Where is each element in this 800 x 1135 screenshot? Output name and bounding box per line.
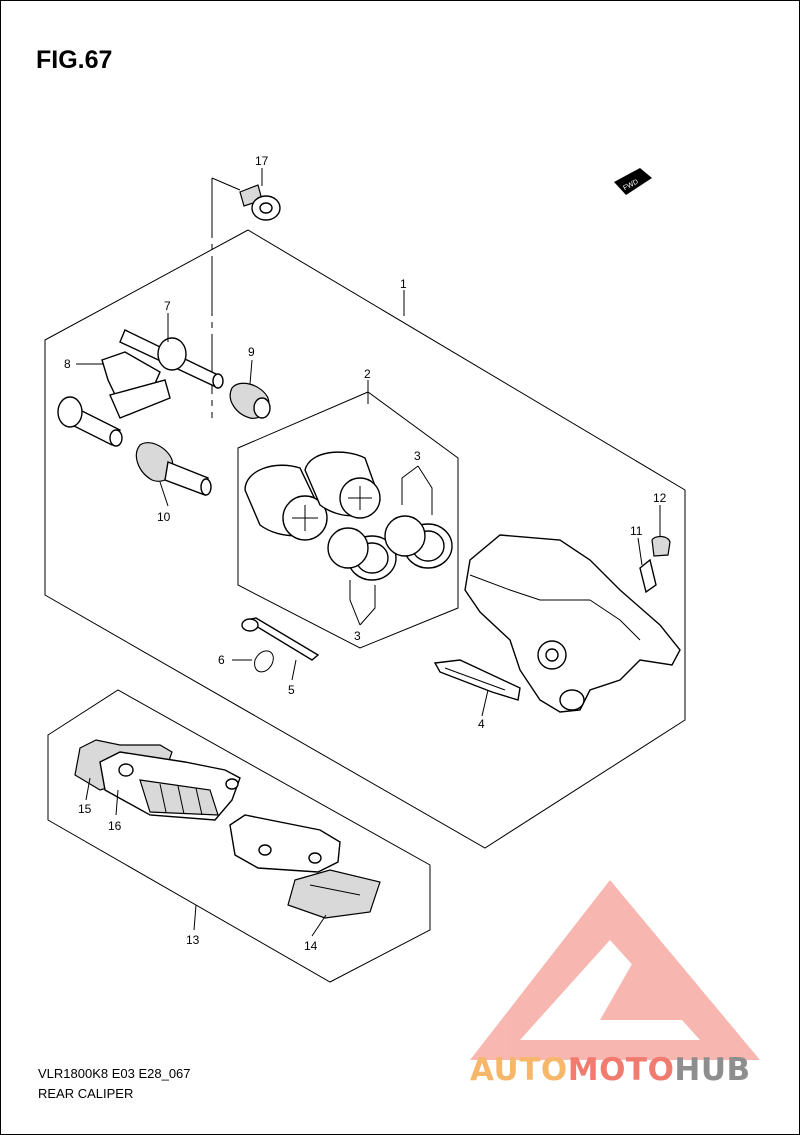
watermark-logo-icon xyxy=(470,880,760,1060)
boot-10 xyxy=(135,442,212,496)
callout-12: 12 xyxy=(653,491,667,505)
caliper-body xyxy=(464,534,681,713)
callout-4: 4 xyxy=(478,717,485,731)
callout-7: 7 xyxy=(164,299,171,313)
watermark-text: AUTOMOTOHUB xyxy=(470,1052,751,1088)
callout-3-lower: 3 xyxy=(354,629,361,643)
leader-3b xyxy=(349,580,361,626)
pad-spring-4 xyxy=(433,659,521,701)
slide-pin-left xyxy=(57,396,123,447)
leader-4 xyxy=(481,689,489,717)
callout-16: 16 xyxy=(108,819,122,833)
pad-pin-5 xyxy=(241,617,320,661)
watermark-part-2: MOTO xyxy=(567,1052,675,1088)
leader-14 xyxy=(311,914,327,937)
leader-5 xyxy=(291,659,297,681)
callout-9: 9 xyxy=(248,345,255,359)
brake-pad-rear xyxy=(229,814,341,873)
leader-15 xyxy=(85,777,91,801)
leader-9 xyxy=(249,359,253,385)
figure-title: FIG.67 xyxy=(36,46,113,74)
brake-pad-16-lining xyxy=(139,779,219,816)
bolt-17 xyxy=(239,184,281,221)
callout-8: 8 xyxy=(64,357,71,371)
leader-3a2 xyxy=(417,465,433,515)
bleeder-valve-11 xyxy=(639,558,657,594)
diagram-code: VLR1800K8 E03 E28_067 xyxy=(38,1066,191,1081)
diagram-name: REAR CALIPER xyxy=(38,1086,134,1101)
callout-13: 13 xyxy=(186,933,200,947)
boot-9 xyxy=(229,382,271,419)
fwd-arrow-icon: FWD xyxy=(614,168,652,195)
callout-1: 1 xyxy=(400,277,407,291)
callout-17: 17 xyxy=(255,154,269,168)
bleeder-cap-12 xyxy=(651,535,671,557)
assembly-boundary-13 xyxy=(47,689,431,983)
seal-3-rear xyxy=(384,515,453,569)
seal-3-front xyxy=(327,527,397,581)
leader-3a xyxy=(401,465,419,505)
leader-11 xyxy=(637,537,643,566)
callout-3-upper: 3 xyxy=(414,449,421,463)
callout-14: 14 xyxy=(304,939,318,953)
leader-10 xyxy=(159,481,169,507)
watermark-part-3: HUB xyxy=(674,1052,751,1088)
leader-13 xyxy=(193,904,197,931)
callout-11: 11 xyxy=(630,524,643,538)
clip-6 xyxy=(254,650,274,673)
watermark-part-1: AUTO xyxy=(470,1052,568,1088)
piston-1 xyxy=(244,464,328,541)
callout-5: 5 xyxy=(288,683,295,697)
callout-10: 10 xyxy=(157,510,171,524)
bracket-8 xyxy=(101,351,171,419)
leader-17b xyxy=(211,177,241,191)
leader-3b2 xyxy=(359,585,376,626)
leader-16 xyxy=(115,789,119,816)
callout-6: 6 xyxy=(218,653,225,667)
callout-2: 2 xyxy=(364,367,371,381)
piston-2 xyxy=(304,451,381,519)
assembly-boundary-1 xyxy=(44,229,686,849)
callout-15: 15 xyxy=(78,802,92,816)
shim-14 xyxy=(287,869,381,919)
slide-pin-7 xyxy=(119,329,224,389)
